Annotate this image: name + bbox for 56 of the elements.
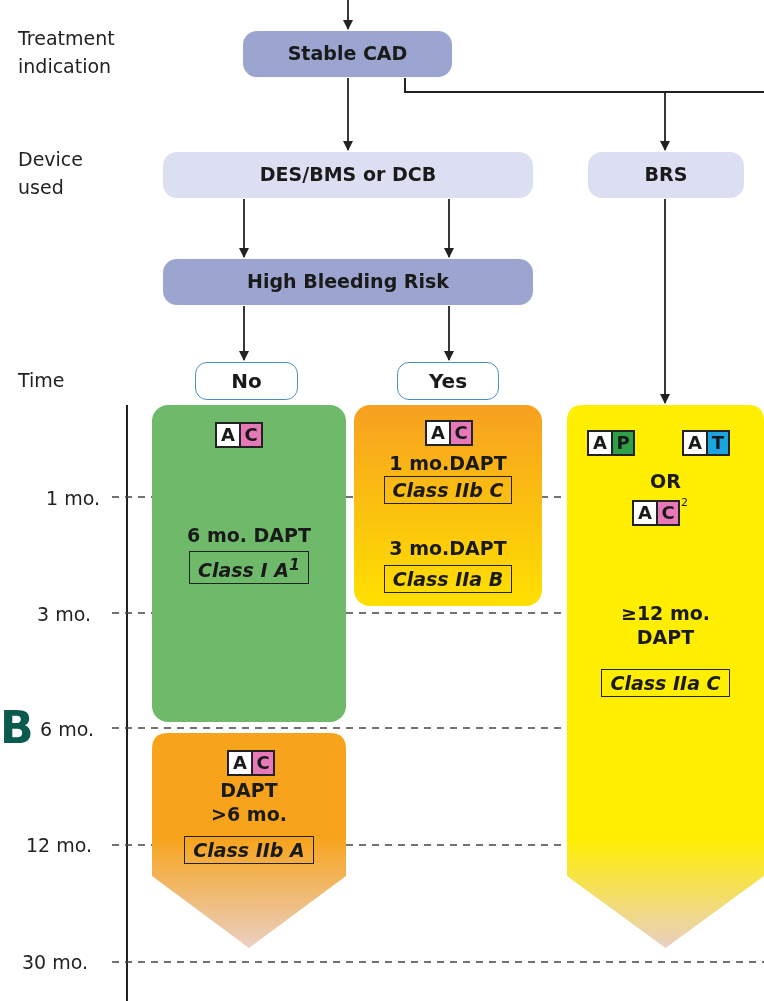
therapy-box	[152, 405, 346, 722]
recommendation-class: Class IIa B	[383, 565, 513, 593]
drug-badge	[227, 750, 275, 776]
drug-badge	[587, 430, 635, 456]
node-text: DAPT >6 mo.	[210, 778, 288, 826]
drug-letter: C	[656, 502, 678, 524]
arrow	[660, 198, 670, 404]
arrow	[239, 305, 249, 361]
axis-label: 3 mo.	[37, 602, 91, 627]
arrow	[343, 77, 353, 151]
drug-letter: C	[239, 424, 261, 446]
axis-label: Treatment indication	[18, 26, 116, 79]
panel-letter: B	[0, 704, 34, 752]
drug-letter: C	[251, 752, 273, 774]
process-box	[243, 31, 452, 77]
axis-label: 12 mo.	[26, 833, 93, 858]
node-text: BRS	[644, 162, 688, 186]
axis-label: Time	[18, 368, 65, 393]
node-text: DES/BMS or DCB	[259, 162, 437, 186]
arrow-box	[567, 405, 764, 948]
drug-badge	[425, 420, 473, 446]
process-box	[163, 259, 533, 305]
answer-box	[397, 362, 499, 400]
node-text: OR	[650, 469, 681, 493]
drug-badge	[682, 430, 730, 456]
drug-letter: T	[706, 432, 728, 454]
axis-label: Device used	[18, 147, 84, 200]
arrow	[343, 0, 353, 30]
arrow	[239, 198, 249, 258]
arrow-box	[152, 733, 346, 948]
recommendation-class: Class IIb A	[184, 836, 314, 864]
node-text: 1 mo.DAPT	[389, 451, 507, 475]
arrow	[444, 198, 454, 258]
recommendation-class: Class IIb C	[383, 476, 513, 504]
node-text: ≥12 mo. DAPT	[619, 601, 711, 649]
node-text: Stable CAD	[287, 41, 408, 65]
answer-box	[195, 362, 298, 400]
drug-letter: P	[611, 432, 633, 454]
process-box	[588, 152, 744, 198]
axis-label: 6 mo.	[40, 717, 94, 742]
node-text: No	[231, 369, 262, 393]
arrow	[444, 305, 454, 361]
node-text: 6 mo. DAPT	[187, 523, 311, 547]
recommendation-class: Class I A$^{1}$	[189, 551, 309, 585]
recommendation-class: Class IIa C	[601, 669, 730, 697]
axis-label: 30 mo.	[22, 950, 89, 975]
footnote-mark: 2	[681, 496, 688, 509]
node-text: Yes	[428, 369, 468, 393]
drug-badge	[215, 422, 263, 448]
therapy-box	[354, 405, 542, 606]
node-text: High Bleeding Risk	[247, 269, 449, 293]
axis-label: 1 mo.	[46, 486, 100, 511]
process-box	[163, 152, 533, 198]
node-text: 3 mo.DAPT	[389, 536, 507, 560]
connector-line	[404, 77, 764, 93]
drug-letter: C	[449, 422, 471, 444]
